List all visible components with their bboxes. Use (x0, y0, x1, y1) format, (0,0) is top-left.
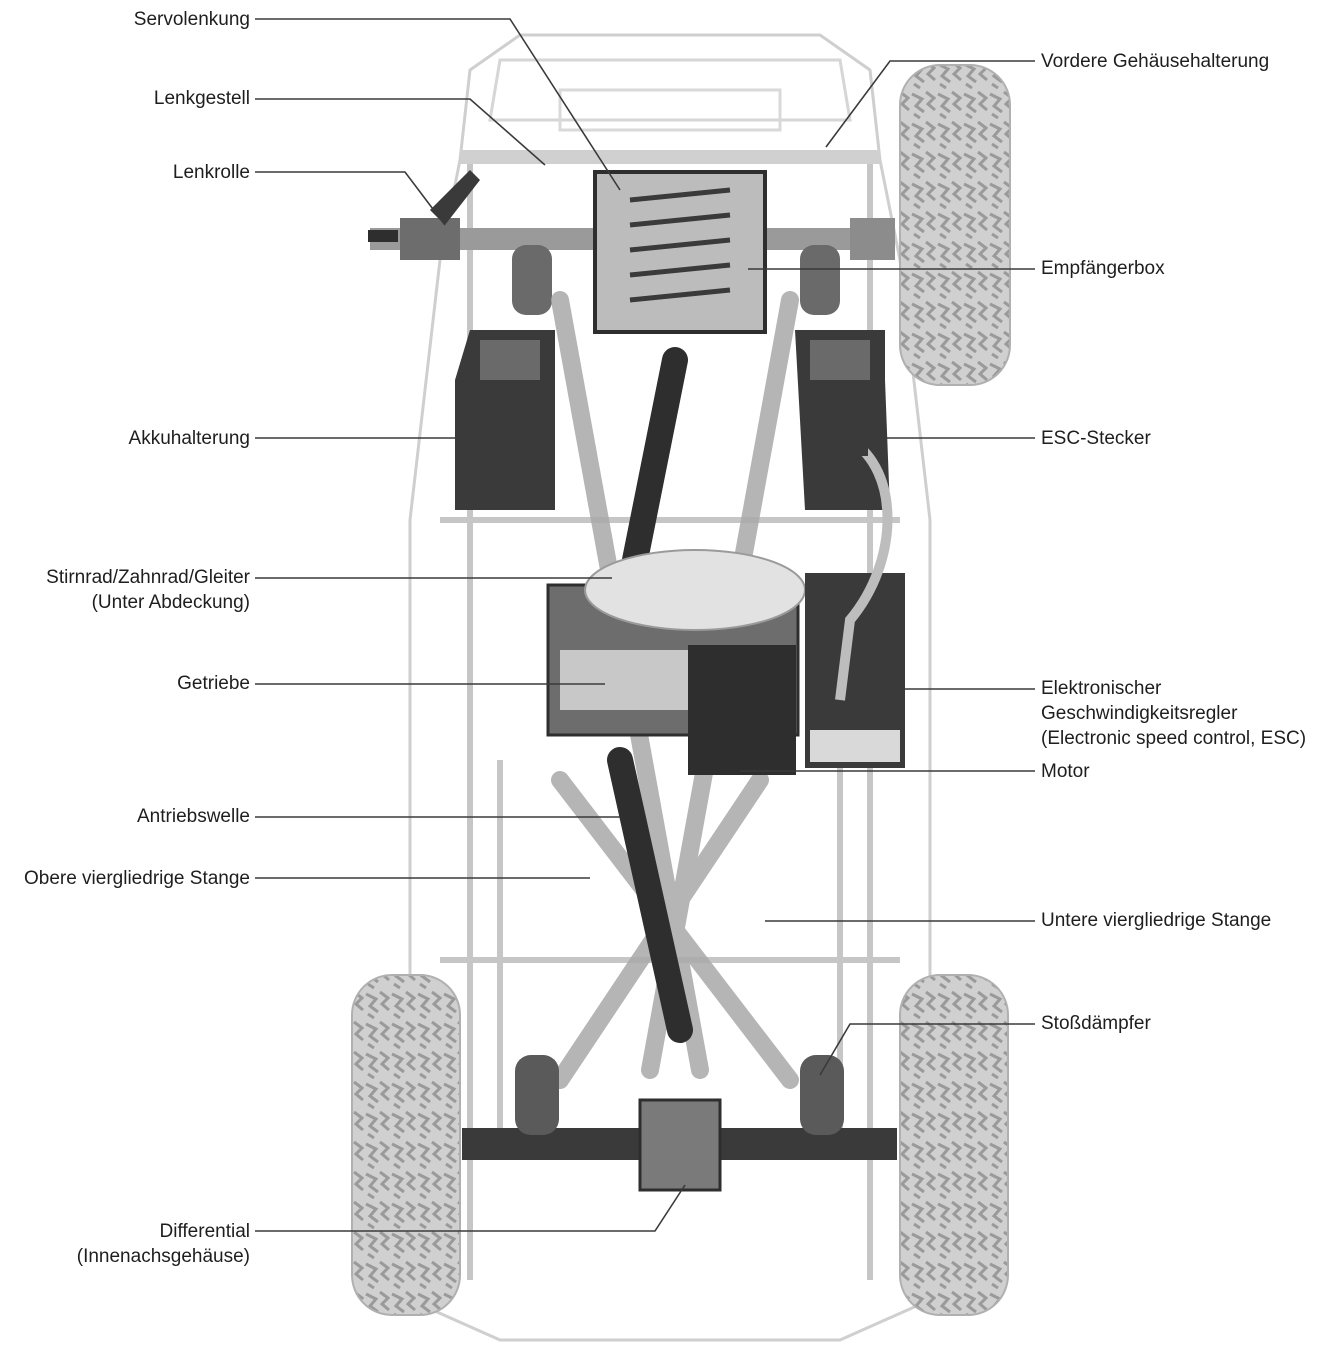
esc-unit (805, 420, 905, 768)
leader-differential (255, 1184, 686, 1232)
front-axle (368, 150, 895, 260)
label-empfaenger: Empfängerbox (1041, 258, 1165, 279)
label-akkuhalterung: Akkuhalterung (128, 428, 250, 449)
label-untere-stange: Untere viergliedrige Stange (1041, 910, 1272, 931)
motor-body (688, 645, 796, 775)
rear-left-tire (351, 974, 461, 1316)
label-differential: Differential (Innenachsgehäuse) (76, 1221, 250, 1267)
rear-shocks (515, 1055, 844, 1135)
label-esc: Elektronischer Geschwindigkeitsregler (E… (1041, 678, 1307, 749)
leader-stossdaempfer (819, 1023, 1035, 1076)
leader-servolenkung (255, 18, 621, 191)
leader-vordere-gehaeuse (825, 60, 1035, 148)
front-right-tire (899, 64, 1011, 386)
label-lenkrolle: Lenkrolle (172, 162, 250, 183)
leader-lenkgestell (255, 98, 546, 166)
front-shocks (512, 245, 840, 315)
driveshafts (607, 347, 693, 1043)
label-vordere-gehaeuse: Vordere Gehäusehalterung (1041, 51, 1270, 72)
receiver-box (593, 170, 767, 334)
label-stirnrad: Stirnrad/Zahnrad/Gleiter (Unter Abdeckun… (46, 567, 250, 613)
label-esc-stecker: ESC-Stecker (1041, 428, 1151, 449)
label-motor: Motor (1041, 761, 1090, 782)
label-servolenkung: Servolenkung (133, 9, 250, 30)
rear-right-tire (899, 974, 1009, 1316)
label-stossdaempfer: Stoßdämpfer (1041, 1013, 1151, 1034)
label-getriebe: Getriebe (177, 673, 250, 694)
leader-lines (255, 18, 1035, 1232)
label-lenkgestell: Lenkgestell (153, 88, 250, 109)
label-obere-stange: Obere viergliedrige Stange (23, 868, 250, 889)
leader-lenkrolle (255, 171, 446, 226)
label-antriebswelle: Antriebswelle (137, 806, 250, 827)
